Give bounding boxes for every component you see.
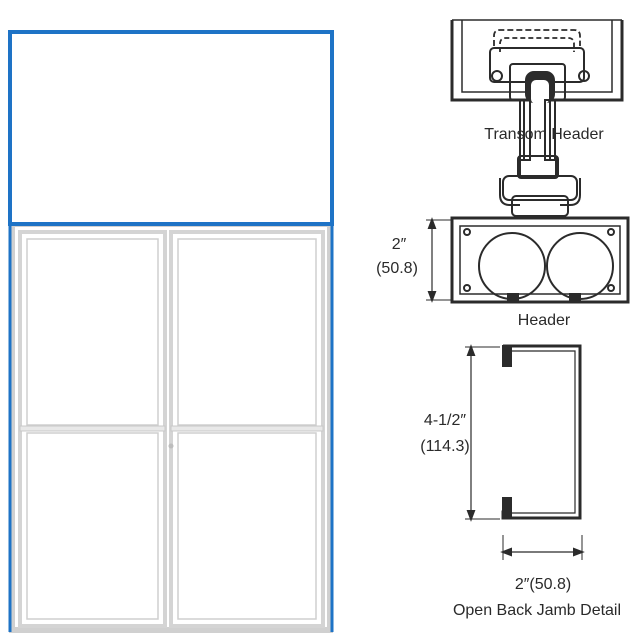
door-elevation (8, 30, 334, 633)
header-label: Header (517, 312, 571, 329)
transom-header-label: Transom Header (484, 126, 604, 143)
right-door-upper-glass (177, 238, 317, 426)
header-dim-mm: (50.8) (376, 260, 418, 277)
left-door-upper-glass (26, 238, 159, 426)
jamb-width-dim: 2″(50.8) (514, 576, 572, 593)
jamb-detail-label: Open Back Jamb Detail (452, 602, 622, 619)
right-push-bar (170, 425, 324, 432)
header-dim-in: 2″ (391, 236, 407, 253)
transom-header-detail (450, 19, 624, 161)
right-door-lower-glass (177, 432, 317, 620)
left-push-bar (19, 425, 166, 432)
header-detail (426, 155, 630, 304)
jamb-detail (465, 344, 585, 560)
left-door-lower-glass (26, 432, 159, 620)
jamb-height-in: 4-1/2″ (423, 412, 467, 429)
jamb-height-mm: (114.3) (420, 438, 470, 455)
transom-frame (8, 30, 334, 226)
door-handle (168, 443, 174, 449)
